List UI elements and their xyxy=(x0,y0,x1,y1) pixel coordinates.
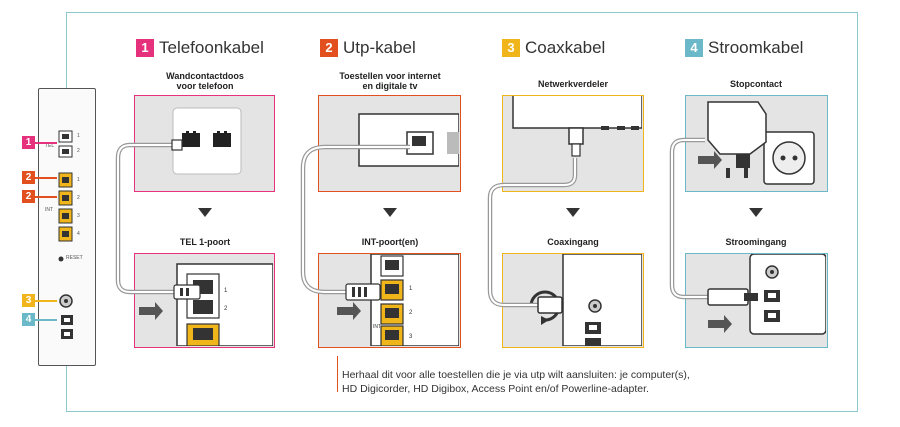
step-1-header: 1 Telefoonkabel xyxy=(136,38,264,58)
step-1-title: Telefoonkabel xyxy=(159,38,264,57)
step-3-bottom-label: Coaxingang xyxy=(547,237,599,247)
router-port-number: 3 xyxy=(77,213,80,219)
step-4-title: Stroomkabel xyxy=(708,38,804,57)
router-port-number: 1 xyxy=(77,177,80,183)
step-1-top-label: Wandcontactdoos voor telefoon xyxy=(166,71,244,91)
int-port-number: 2 xyxy=(409,310,413,316)
coax-input-graphic xyxy=(529,253,643,347)
step-4-power-outlet-panel xyxy=(685,95,828,192)
router-port-number: 1 xyxy=(77,133,80,139)
int-port-graphic xyxy=(337,253,460,347)
int-port-label: INT xyxy=(373,324,382,330)
router-port-number: 4 xyxy=(77,231,80,237)
step-2-top-label: Toestellen voor internet en digitale tv xyxy=(339,71,441,91)
wall-socket-graphic xyxy=(172,107,242,175)
router-int-label: INT xyxy=(45,207,54,213)
router-port-number: 2 xyxy=(77,195,80,201)
step-4-top-label: Stopcontact xyxy=(729,79,782,89)
step-3-top-label: Netwerkverdeler xyxy=(537,79,609,89)
note-pointer-line xyxy=(337,356,338,392)
badge-leader-line xyxy=(35,177,57,179)
splitter-graphic xyxy=(512,93,643,157)
step-1-down-arrow xyxy=(198,208,212,217)
step-3-number: 3 xyxy=(502,39,520,57)
step-4-number: 4 xyxy=(685,39,703,57)
step-2-header: 2 Utp-kabel xyxy=(320,38,416,58)
step-3-coax-input-panel xyxy=(502,253,644,348)
router-badge-tel: 1 xyxy=(22,136,35,149)
router-reset-label: RESET xyxy=(66,255,83,261)
utp-repeat-note-line-2: HD Digicorder, HD Digibox, Access Point … xyxy=(342,383,649,395)
step-3-down-arrow xyxy=(566,208,580,217)
int-port-number: 3 xyxy=(409,334,413,340)
router-badge-int-2: 2 xyxy=(22,190,35,203)
step-3-header: 3 Coaxkabel xyxy=(502,38,605,58)
step-4-down-arrow xyxy=(749,208,763,217)
step-1-bottom-label: TEL 1-poort xyxy=(179,237,231,247)
router-badge-coax: 3 xyxy=(22,294,35,307)
router-tel-label: TEL xyxy=(45,143,55,149)
badge-leader-line xyxy=(35,142,57,144)
badge-leader-line xyxy=(35,196,57,198)
step-2-down-arrow xyxy=(383,208,397,217)
step-2-int-port-panel: INT 1 2 3 xyxy=(318,253,461,348)
power-outlet-graphic xyxy=(698,101,815,185)
router-ports-graphic xyxy=(58,130,73,339)
badge-leader-line xyxy=(35,300,57,302)
step-4-bottom-label: Stroomingang xyxy=(725,237,787,247)
step-2-title: Utp-kabel xyxy=(343,38,416,57)
router-port-number: 2 xyxy=(77,148,80,154)
router-badge-int-1: 2 xyxy=(22,171,35,184)
badge-leader-line xyxy=(35,319,57,321)
utp-repeat-note-line-1: Herhaal dit voor alle toestellen die je … xyxy=(342,369,690,381)
tel-port-number: 1 xyxy=(224,288,228,294)
step-4-header: 4 Stroomkabel xyxy=(685,38,803,58)
power-input-graphic xyxy=(708,253,827,335)
step-2-device-panel xyxy=(318,95,461,192)
step-1-number: 1 xyxy=(136,39,154,57)
utp-repeat-note: Herhaal dit voor alle toestellen die je … xyxy=(342,368,690,396)
step-2-number: 2 xyxy=(320,39,338,57)
router-badge-power: 4 xyxy=(22,313,35,326)
int-port-number: 1 xyxy=(409,286,413,292)
step-2-bottom-label: INT-poort(en) xyxy=(361,237,419,247)
tel-port-number: 2 xyxy=(224,306,228,312)
step-3-title: Coaxkabel xyxy=(525,38,606,57)
